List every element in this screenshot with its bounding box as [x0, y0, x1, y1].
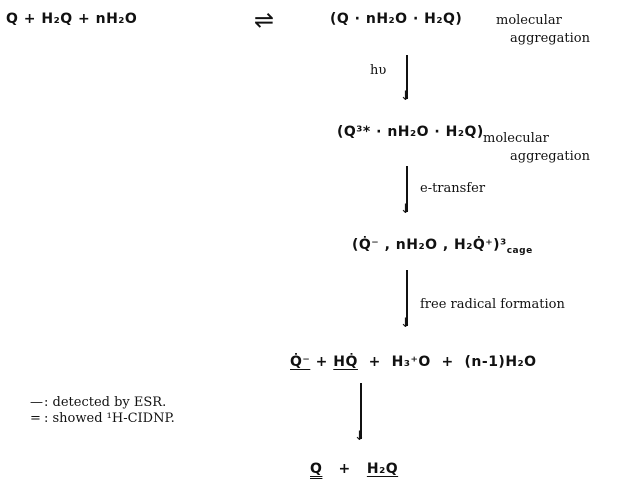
semiquinone-anion: Q̇⁻ — [290, 354, 311, 370]
step1-arrow: ↓ — [400, 55, 414, 103]
step3-arrow: ↓ — [400, 270, 414, 330]
reactants: Q + H₂Q + nH₂O — [6, 11, 138, 27]
double-underline-symbol: = — [30, 411, 41, 426]
plus-2: + — [368, 354, 381, 370]
single-underline-symbol: — — [30, 395, 43, 410]
aggregation-complex: (Q · nH₂O · H₂Q) — [330, 11, 463, 27]
triplet-note-line2: aggregation — [510, 149, 590, 164]
hydroquinone-product: H₂Q — [366, 461, 399, 477]
free-radical-products: Q̇⁻ + HQ̇ + H₃⁺O + (n-1)H₂O — [290, 355, 537, 369]
legend-esr: —: detected by ESR. — [30, 396, 166, 409]
step2-arrow: ↓ — [400, 166, 414, 216]
plus-3: + — [441, 354, 454, 370]
legend-cidnp: =: showed ¹H-CIDNP. — [30, 412, 175, 425]
cage-formula: (Q̇⁻ , nH₂O , H₂Q̇⁺)³ — [352, 237, 507, 253]
hydroquinone-radical: HQ̇ — [333, 354, 358, 370]
water-remainder: (n-1)H₂O — [464, 354, 537, 370]
electron-transfer-label: e-transfer — [420, 181, 486, 196]
step4-arrow: ↓ — [354, 383, 368, 443]
plus-1: + — [315, 354, 328, 370]
equilibrium-arrow: ⇌ — [254, 6, 275, 34]
aggregation-note-line1: molecular — [496, 13, 562, 28]
final-products: Q + H₂Q — [310, 462, 398, 476]
radical-ion-pair-cage: (Q̇⁻ , nH₂O , H₂Q̇⁺)³cage — [352, 238, 533, 256]
plus-4: + — [338, 461, 351, 477]
cage-subscript: cage — [506, 245, 533, 256]
free-radical-formation-label: free radical formation — [420, 297, 565, 312]
photon-label: hυ — [370, 63, 387, 78]
triplet-aggregation-complex: (Q³* · nH₂O · H₂Q) — [337, 124, 484, 140]
hydronium: H₃⁺O — [391, 354, 431, 370]
aggregation-note-line2: aggregation — [510, 31, 590, 46]
triplet-note-line1: molecular — [483, 131, 549, 146]
legend-cidnp-text: : showed ¹H-CIDNP. — [44, 411, 175, 426]
quinone-product: Q — [310, 461, 323, 477]
legend-esr-text: : detected by ESR. — [44, 395, 167, 410]
